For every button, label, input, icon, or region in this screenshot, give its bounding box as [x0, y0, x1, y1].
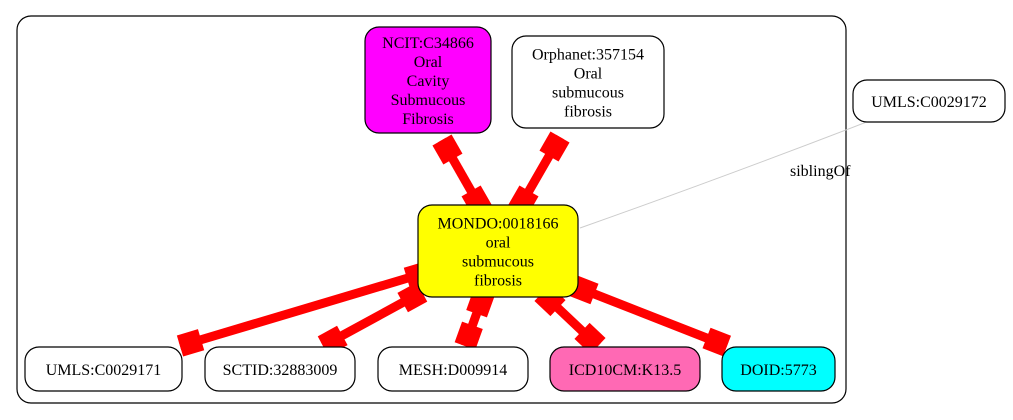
edge-end-box — [539, 131, 570, 162]
nodes-layer: MONDO:0018166 oral submucous fibrosis NCIT:C… — [24, 26, 1006, 392]
node-label-line: Submucous — [391, 92, 466, 109]
node-label-line: submucous — [552, 85, 624, 102]
edge-line — [572, 281, 729, 351]
edge-end-box — [702, 327, 732, 357]
edge-label: siblingOf — [790, 163, 851, 180]
node-doid[interactable]: DOID:5773 — [721, 346, 836, 392]
node-umls1[interactable]: UMLS:C0029171 — [24, 346, 183, 392]
edge-end-box — [432, 134, 463, 165]
node-box — [204, 346, 356, 392]
node-box — [24, 346, 183, 392]
edge-line — [579, 112, 891, 229]
node-label-line: Fibrosis — [402, 111, 454, 128]
node-label-line: submucous — [462, 254, 534, 271]
node-icd[interactable]: ICD10CM:K13.5 — [549, 346, 701, 392]
edge-mondo-mesh — [454, 289, 495, 350]
edge-end-box — [454, 321, 483, 350]
node-label-line: SCTID:32883009 — [223, 362, 338, 379]
node-box — [549, 346, 701, 392]
node-label-line: Oral — [574, 66, 603, 83]
node-label-line: Orphanet:357154 — [532, 47, 644, 64]
edge-orphanet-mondo — [508, 131, 570, 216]
node-box — [377, 346, 529, 392]
node-box — [511, 35, 665, 129]
node-box — [721, 346, 836, 392]
node-box — [364, 26, 492, 134]
node-label-line: DOID:5773 — [740, 362, 816, 379]
node-label-line: UMLS:C0029172 — [871, 94, 987, 111]
edge-ncit-mondo — [432, 134, 492, 216]
node-umls2[interactable]: UMLS:C0029172 — [852, 79, 1006, 123]
node-box — [417, 204, 579, 298]
node-label-line: MONDO:0018166 — [438, 216, 559, 233]
node-label-line: ICD10CM:K13.5 — [569, 362, 681, 379]
edge-line — [178, 267, 430, 351]
cluster-border — [16, 15, 847, 404]
node-mesh[interactable]: MESH:D009914 — [377, 346, 529, 392]
edge-mondo-sctid — [317, 282, 428, 356]
node-label-line: NCIT:C34866 — [382, 35, 474, 52]
edge-end-box — [176, 329, 205, 357]
node-label-line: oral — [486, 235, 511, 252]
node-box — [852, 79, 1006, 123]
node-sctid[interactable]: SCTID:32883009 — [204, 346, 356, 392]
node-label-line: fibrosis — [564, 104, 612, 121]
node-label-line: UMLS:C0029171 — [46, 362, 162, 379]
node-label-line: Cavity — [407, 73, 450, 90]
node-label-line: fibrosis — [474, 273, 522, 290]
node-mondo[interactable]: MONDO:0018166 oral submucous fibrosis — [417, 204, 579, 298]
node-label-line: Oral — [414, 54, 443, 71]
edge-end-box — [574, 322, 606, 354]
node-label-line: MESH:D009914 — [399, 362, 507, 379]
